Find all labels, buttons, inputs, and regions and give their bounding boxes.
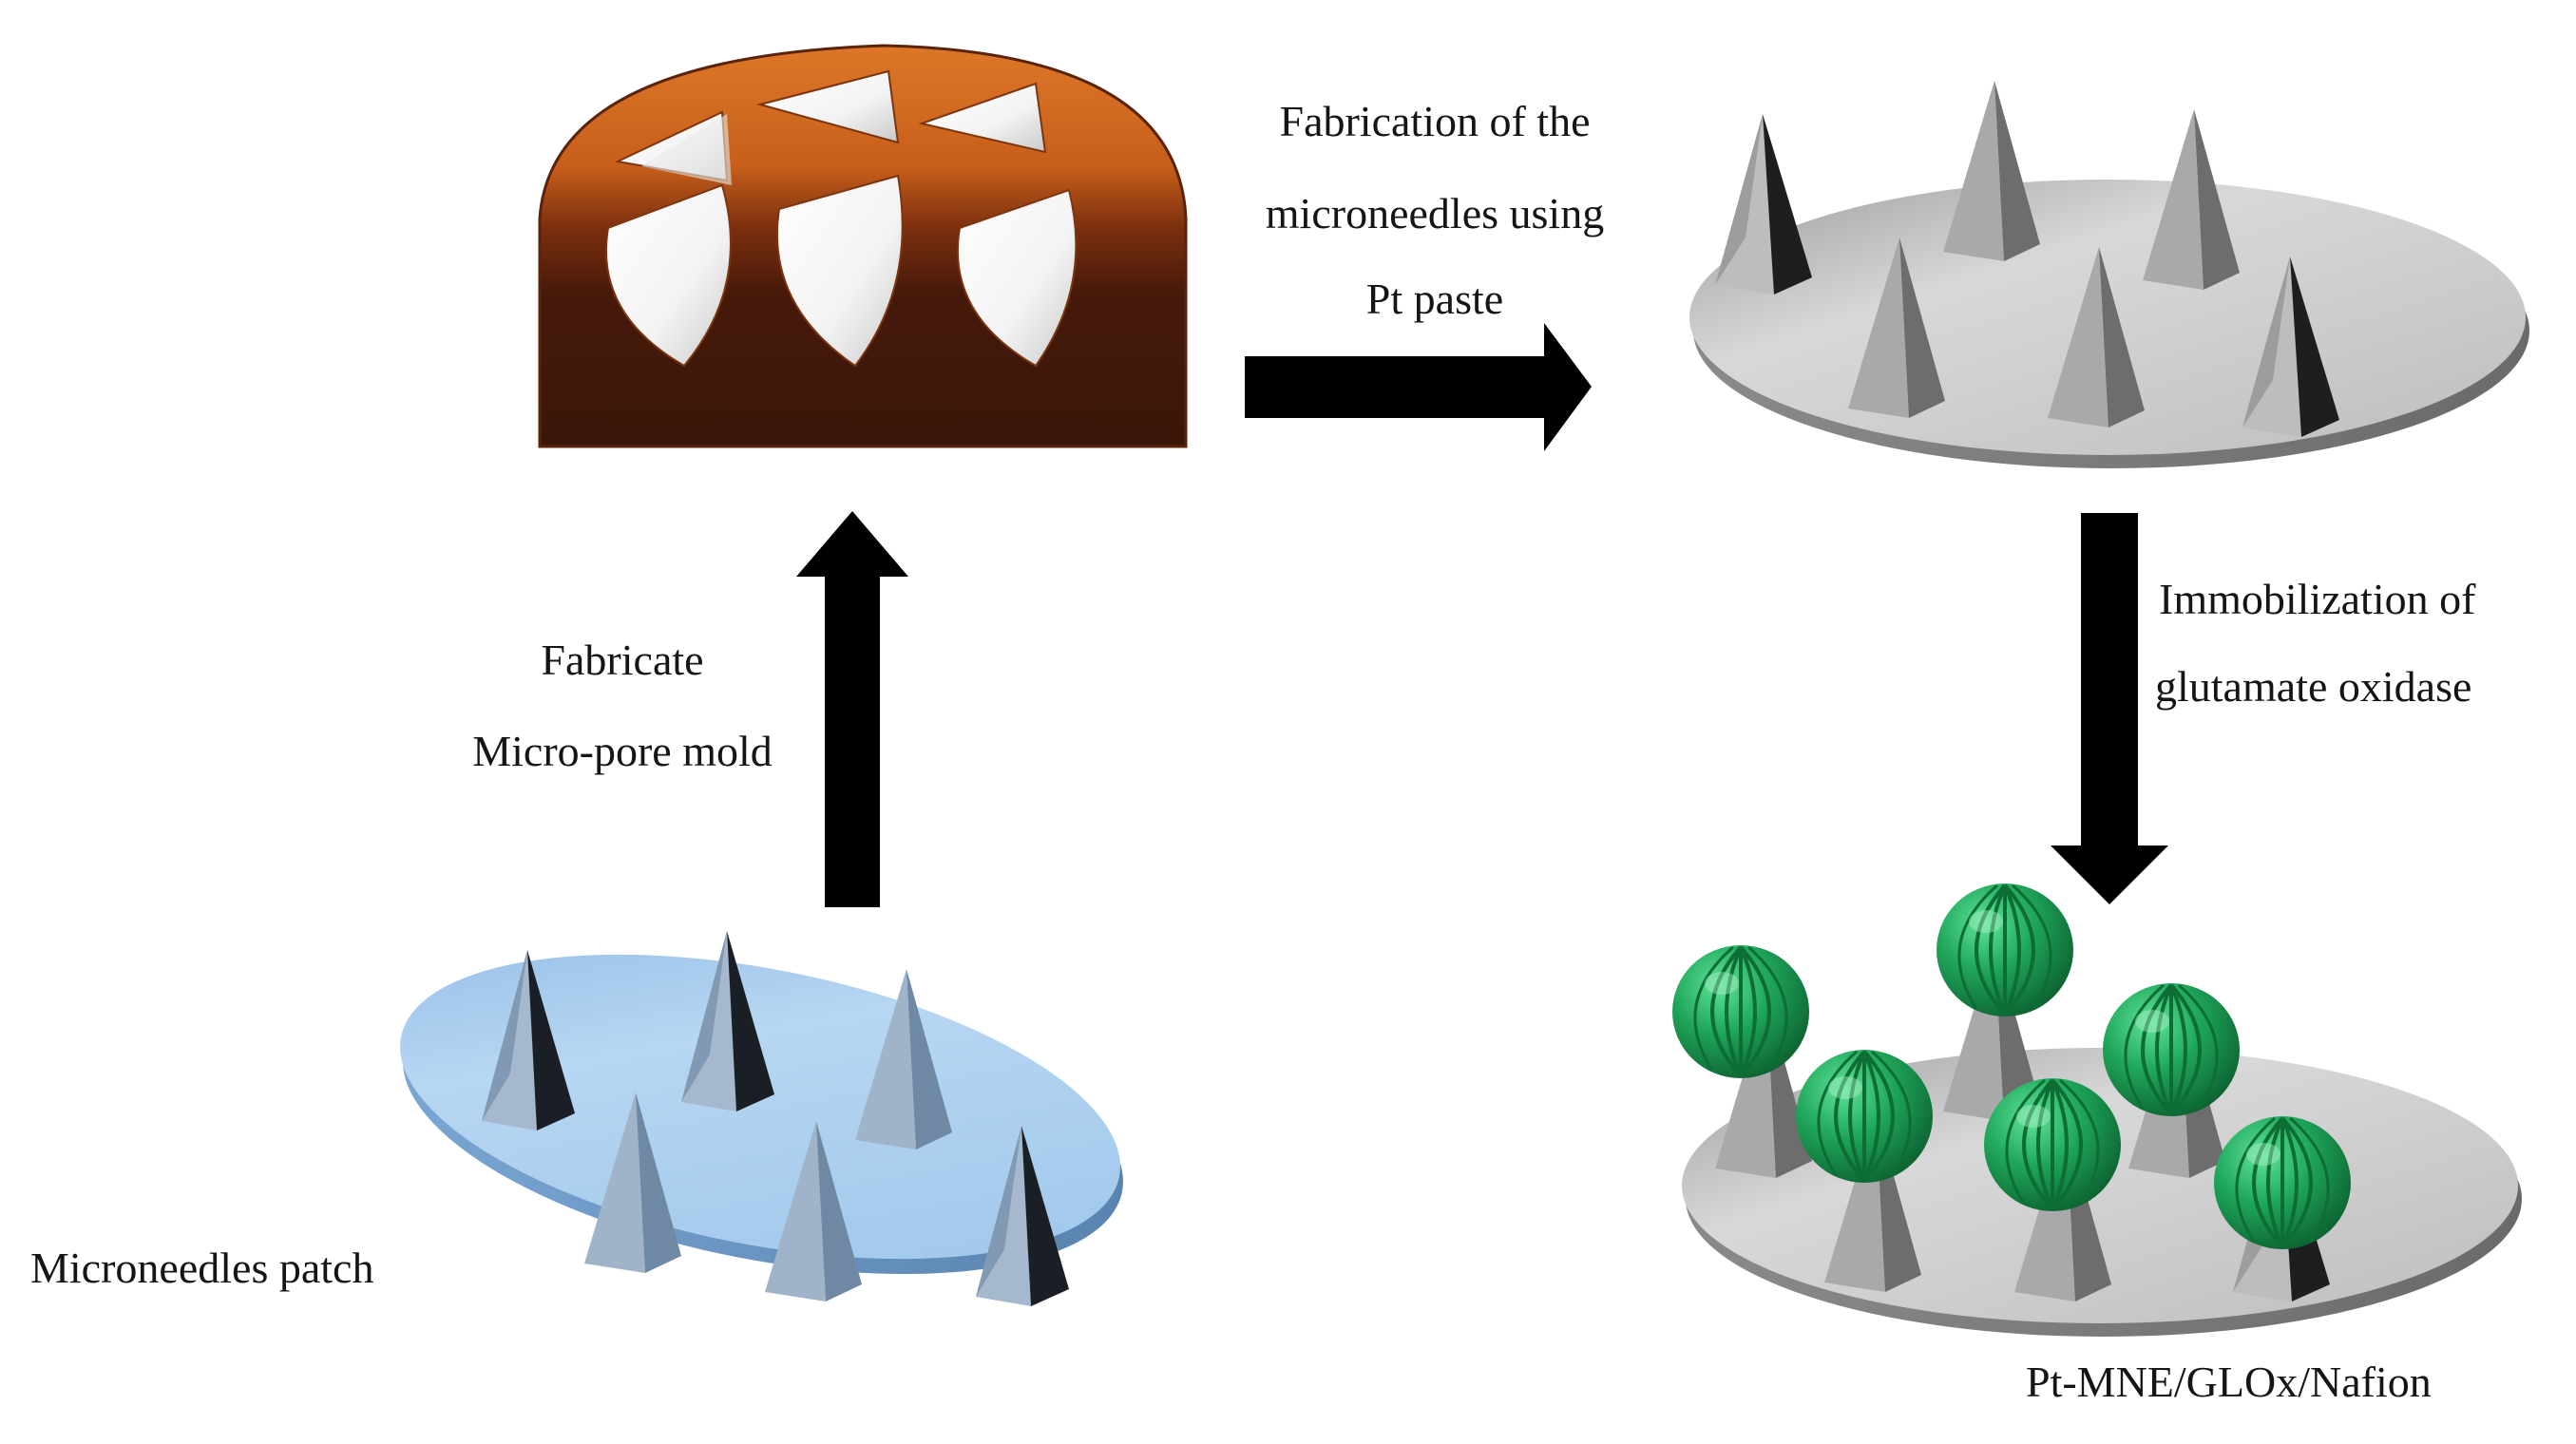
fabricate-label-line2: Micro-pore mold bbox=[472, 727, 773, 775]
arrow-right bbox=[1245, 323, 1592, 451]
fabrication-label-line3: Pt paste bbox=[1365, 275, 1504, 323]
mold-pore bbox=[604, 183, 732, 368]
fabrication-label-line2: microneedles using bbox=[1265, 189, 1605, 238]
pt-microneedle-array bbox=[1689, 81, 2529, 468]
microneedles-patch-illustration bbox=[400, 931, 1123, 1306]
fabricate-label-line1: Fabricate bbox=[541, 636, 704, 684]
micro-pore-mold bbox=[538, 44, 1188, 448]
mold-pore bbox=[956, 188, 1078, 368]
immobilization-label-line2: glutamate oxidase bbox=[2155, 662, 2472, 711]
arrow-down bbox=[2051, 513, 2168, 904]
mold-pore bbox=[614, 110, 732, 185]
mold-pore bbox=[918, 82, 1047, 154]
mold-pore bbox=[775, 174, 904, 368]
pt-mne-glox-nafion-illustration bbox=[1670, 882, 2522, 1337]
fabrication-label-line1: Fabrication of the bbox=[1279, 97, 1591, 145]
mold-pore bbox=[756, 69, 900, 144]
arrow-up bbox=[796, 511, 908, 907]
immobilization-label-line1: Immobilization of bbox=[2159, 575, 2476, 623]
final-electrode-label: Pt-MNE/GLOx/Nafion bbox=[2026, 1358, 2432, 1406]
microneedles-patch-label: Microneedles patch bbox=[30, 1244, 374, 1292]
